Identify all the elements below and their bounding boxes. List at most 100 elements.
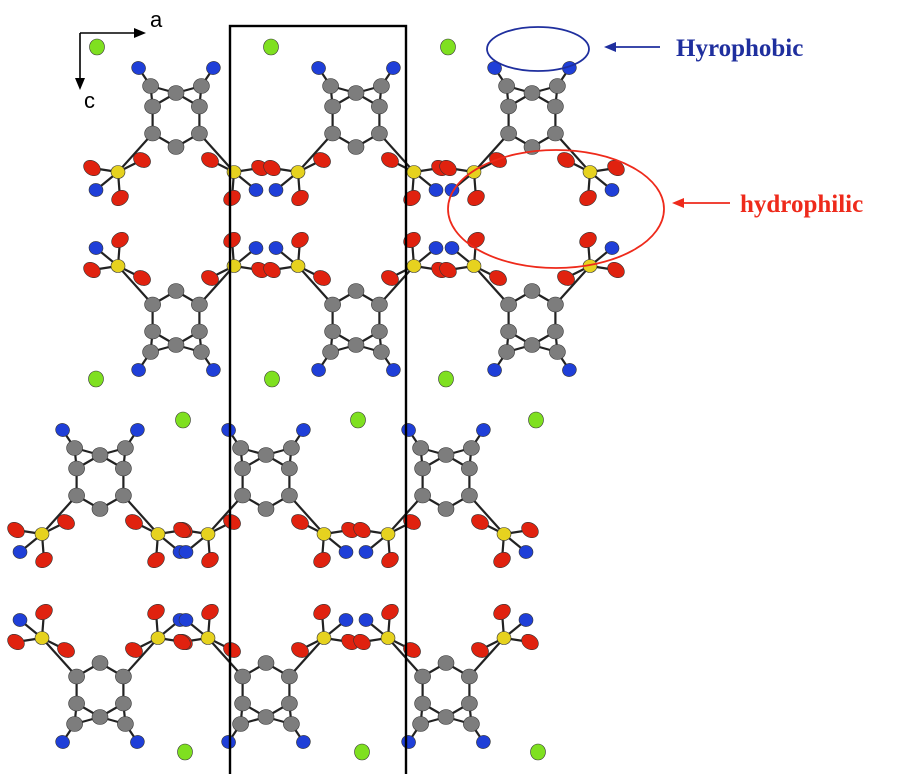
- sulfur-atom: [290, 165, 306, 179]
- carbon-atom: [142, 78, 159, 94]
- oxygen-atom: [223, 189, 241, 207]
- sulfur-atom: [200, 631, 216, 645]
- carbon-atom: [549, 344, 566, 360]
- bond: [122, 637, 159, 678]
- nitrogen-atom: [268, 183, 284, 197]
- oxygen-atom: [173, 633, 191, 651]
- carbon-atom: [234, 487, 251, 504]
- nitrogen-atom: [604, 241, 620, 255]
- oxygen-atom: [313, 603, 331, 621]
- carbon-atom: [68, 487, 85, 504]
- bond: [41, 637, 78, 678]
- bond: [297, 132, 334, 173]
- hydrophilic-label: hydrophilic: [740, 191, 863, 218]
- carbon-atom: [500, 296, 517, 313]
- carbon-atom: [371, 125, 388, 142]
- sulfur-atom: [496, 631, 512, 645]
- a-axis-arrowhead: [134, 28, 146, 38]
- carbon-atom: [347, 85, 365, 101]
- nitrogen-atom: [487, 363, 502, 377]
- oxygen-atom: [223, 642, 241, 658]
- nitrogen-atom: [311, 61, 326, 75]
- carbon-atom: [461, 487, 478, 504]
- carbon-atom: [461, 695, 478, 712]
- bond: [297, 265, 334, 306]
- nitrogen-atom: [487, 61, 502, 75]
- chloride-ion: [175, 411, 191, 429]
- nitrogen-atom: [476, 423, 491, 437]
- carbon-atom: [523, 283, 541, 299]
- oxygen-atom: [521, 633, 539, 651]
- nitrogen-atom: [338, 545, 354, 559]
- carbon-atom: [463, 716, 480, 732]
- oxygen-atom: [381, 152, 399, 168]
- oxygen-atom: [7, 521, 25, 539]
- chloride-ion: [263, 38, 279, 56]
- nitrogen-atom: [296, 735, 311, 749]
- oxygen-atom: [381, 270, 399, 286]
- oxygen-atom: [263, 261, 281, 279]
- carbon-atom: [68, 460, 85, 477]
- sulfur-atom: [150, 631, 166, 645]
- hydrophilic-region-ellipse: [447, 149, 665, 269]
- oxygen-atom: [263, 159, 281, 177]
- carbon-atom: [66, 716, 83, 732]
- carbon-atom: [500, 125, 517, 142]
- nitrogen-atom: [206, 363, 221, 377]
- nitrogen-atom: [130, 423, 145, 437]
- nitrogen-atom: [88, 241, 104, 255]
- carbon-atom: [91, 447, 109, 463]
- sulfur-atom: [316, 631, 332, 645]
- oxygen-atom: [201, 270, 219, 286]
- bond: [41, 494, 78, 535]
- bond: [473, 132, 510, 173]
- oxygen-atom: [125, 514, 143, 530]
- nitrogen-atom: [338, 613, 354, 627]
- bond: [122, 494, 159, 535]
- oxygen-atom: [133, 152, 151, 168]
- sulfur-atom: [406, 259, 422, 273]
- carbon-atom: [547, 323, 564, 340]
- nitrogen-atom: [518, 613, 534, 627]
- carbon-atom: [193, 344, 210, 360]
- bond: [198, 132, 235, 173]
- carbon-atom: [117, 440, 134, 456]
- carbon-atom: [324, 296, 341, 313]
- oxygen-atom: [201, 603, 219, 621]
- bond: [554, 132, 591, 173]
- sulfur-atom: [316, 527, 332, 541]
- oxygen-atom: [403, 189, 421, 207]
- oxygen-atom: [467, 189, 485, 207]
- carbon-atom: [373, 78, 390, 94]
- carbon-atom: [547, 125, 564, 142]
- oxygen-atom: [57, 514, 75, 530]
- carbon-atom: [144, 98, 161, 115]
- hydrophilic-arrowhead: [672, 198, 684, 208]
- nitrogen-atom: [130, 735, 145, 749]
- chloride-ion: [350, 411, 366, 429]
- nitrogen-atom: [444, 241, 460, 255]
- nitrogen-atom: [386, 61, 401, 75]
- axis-indicator: a c: [75, 7, 163, 113]
- nitrogen-atom: [206, 61, 221, 75]
- carbon-atom: [257, 655, 275, 671]
- carbon-atom: [144, 323, 161, 340]
- bond: [288, 637, 325, 678]
- carbon-atom: [142, 344, 159, 360]
- nitrogen-atom: [296, 423, 311, 437]
- oxygen-atom: [557, 152, 575, 168]
- nitrogen-atom: [428, 183, 444, 197]
- sulfur-atom: [34, 631, 50, 645]
- carbon-atom: [91, 709, 109, 725]
- carbon-atom: [322, 78, 339, 94]
- oxygen-atom: [291, 514, 309, 530]
- carbon-atom: [523, 85, 541, 101]
- carbon-atom: [283, 716, 300, 732]
- oxygen-atom: [557, 270, 575, 286]
- carbon-atom: [324, 323, 341, 340]
- oxygen-atom: [7, 633, 25, 651]
- carbon-atom: [283, 440, 300, 456]
- carbon-atom: [234, 695, 251, 712]
- sulfur-atom: [290, 259, 306, 273]
- hydrophobic-label: Hyrophobic: [676, 35, 803, 62]
